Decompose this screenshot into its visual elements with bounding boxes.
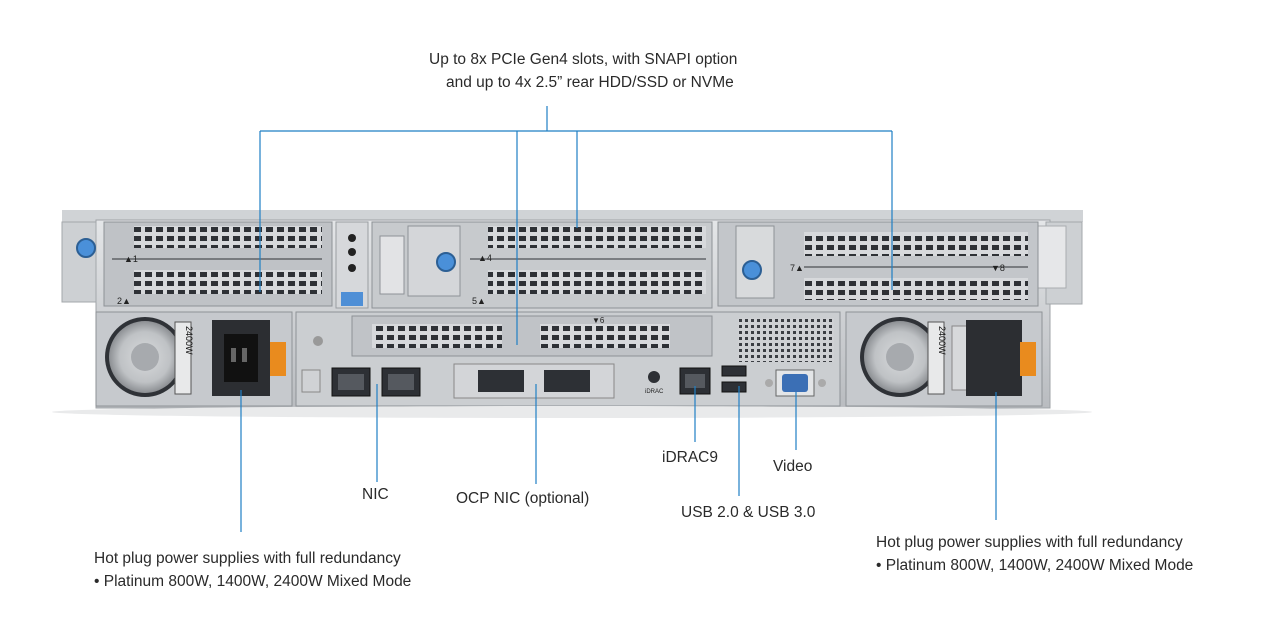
left-rack-ear	[61, 221, 97, 303]
idrac-label: iDRAC9	[662, 449, 718, 466]
psu-left-rating: 2400W	[184, 326, 194, 355]
pcie-slot-2-bracket	[134, 270, 322, 294]
slot-7-label: 7▲	[790, 263, 804, 273]
psu-left-release-tab[interactable]	[270, 342, 286, 376]
psu-right-rating: 2400W	[937, 326, 947, 355]
pcie-slot-6-bracket	[540, 324, 670, 348]
riser-1: ▲1 2▲	[76, 221, 333, 307]
ocp-nic-port-1[interactable]	[478, 370, 524, 392]
idrac-direct-button[interactable]	[648, 371, 660, 383]
pcie-slot-4-bracket	[488, 226, 706, 248]
riser-3-thumbscrew[interactable]	[742, 260, 762, 280]
idrac-port-label: iDRAC	[645, 389, 664, 395]
pcie-slot-1-bracket	[134, 226, 322, 248]
riser-1-thumbscrew[interactable]	[76, 238, 96, 258]
ocp-nic-port-2[interactable]	[544, 370, 590, 392]
callout-lines	[240, 106, 997, 532]
center-divider	[335, 221, 369, 309]
slot-1-label: ▲1	[124, 254, 138, 264]
pcie-slot-3-bracket	[372, 324, 502, 348]
pcie-slot-7-bracket	[804, 232, 1028, 256]
chassis-shadow	[52, 406, 1092, 418]
service-tag-pull	[1037, 225, 1067, 289]
riser-3: 7▲ ▼8	[717, 221, 1039, 307]
slot-4-label: ▲4	[478, 253, 492, 263]
io-panel: ▼6 iDRAC	[295, 311, 841, 407]
pcie-label-line2: and up to 4x 2.5” rear HDD/SSD or NVMe	[446, 74, 734, 91]
pcie-slot-5-bracket	[488, 270, 706, 294]
slot-2-label: 2▲	[117, 296, 131, 306]
psu-right-release-tab[interactable]	[1020, 342, 1036, 376]
psu-right-label-line1: Hot plug power supplies with full redund…	[876, 534, 1183, 551]
chassis-top-rail	[62, 210, 1083, 222]
psu-right-power-inlet[interactable]	[966, 320, 1022, 396]
slot-5-label: 5▲	[472, 296, 486, 306]
psu-left: 2400W	[95, 311, 293, 407]
slot-8-label: ▼8	[991, 263, 1005, 273]
video-label: Video	[773, 458, 813, 475]
exhaust-grill	[738, 318, 834, 362]
usb-2-port[interactable]	[721, 365, 747, 377]
pcie-slot-8-bracket	[804, 278, 1028, 300]
psu-right: 2400W	[845, 311, 1043, 407]
nic-label: NIC	[362, 486, 389, 503]
ocp-nic-label: OCP NIC (optional)	[456, 490, 590, 507]
riser-2-thumbscrew[interactable]	[436, 252, 456, 272]
riser-2: ▲4 5▲	[371, 221, 713, 309]
psu-right-label-line2: • Platinum 800W, 1400W, 2400W Mixed Mode	[876, 557, 1194, 574]
psu-left-label-line1: Hot plug power supplies with full redund…	[94, 550, 401, 567]
usb-3-port[interactable]	[721, 381, 747, 393]
slot-6-label: ▼6	[592, 316, 605, 325]
system-id-latch[interactable]	[341, 292, 363, 306]
pcie-label-line1: Up to 8x PCIe Gen4 slots, with SNAPI opt…	[429, 51, 738, 68]
usb-label: USB 2.0 & USB 3.0	[681, 504, 816, 521]
psu-left-label-line2: • Platinum 800W, 1400W, 2400W Mixed Mode	[94, 573, 412, 590]
